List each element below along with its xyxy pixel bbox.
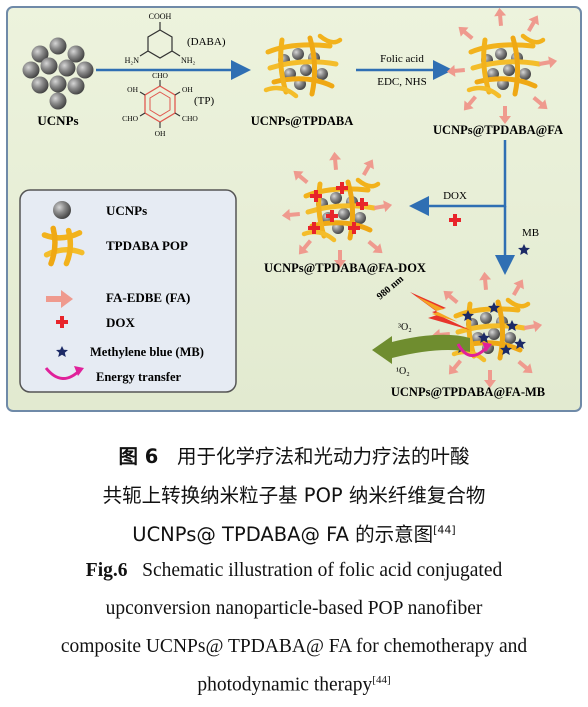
daba-nh2-left-label: H₂N — [125, 56, 140, 65]
legend-label-energy: Energy transfer — [96, 370, 181, 384]
caption-cn-line1: 图 6 用于化学疗法和光动力疗法的叶酸 — [0, 440, 588, 469]
daba-nh2-right-label: NH₂ — [181, 56, 196, 65]
caption-en-fig-number: Fig.6 — [85, 560, 128, 581]
folic-acid-label: Folic acid — [380, 53, 424, 65]
tp-cho-top: CHO — [152, 71, 168, 80]
caption-cn-ref: [44] — [433, 523, 456, 537]
tp-name-label: (TP) — [194, 95, 215, 107]
legend-label-pop: TPDABA POP — [106, 238, 188, 253]
legend-label-ucnps: UCNPs — [106, 203, 147, 218]
laser-bolt-icon — [410, 292, 470, 330]
caption-cn-line2: 共轭上转换纳米粒子基 POP 纳米纤维复合物 — [102, 484, 486, 507]
caption-en-ref: [44] — [372, 674, 391, 686]
energy-transfer-marker — [456, 342, 492, 357]
ucnps-tpdaba-fa-label: UCNPs@TPDABA@FA — [433, 123, 563, 137]
tp-oh-right: OH — [182, 85, 193, 94]
legend-label-mb: Methylene blue (MB) — [90, 345, 204, 359]
ucnps-cluster — [22, 37, 94, 110]
dox-reagent-label: DOX — [443, 190, 467, 202]
mb-reagent-label: MB — [522, 227, 539, 239]
ucnp-sphere-icon — [53, 201, 71, 219]
daba-name-label: (DABA) — [187, 36, 226, 48]
ucnps-tpdaba-label: UCNPs@TPDABA — [251, 114, 354, 128]
caption-en-line1: Fig.6 Schematic illustration of folic ac… — [0, 560, 588, 582]
edc-nhs-label: EDC, NHS — [377, 76, 427, 88]
oxygen-conversion-arrow — [372, 334, 470, 364]
daba-cooh-label: COOH — [149, 12, 172, 21]
scheme-diagram: UCNPs COOH H₂N NH₂ (DABA) CHO OH OH CHO … — [6, 6, 582, 412]
caption-en-text4: photodynamic therapy — [197, 674, 373, 696]
tp-cho-left: CHO — [122, 114, 138, 123]
caption-en-line4: photodynamic therapy[44] — [0, 674, 588, 697]
tp-cho-right: CHO — [182, 114, 198, 123]
caption-en-line2: upconversion nanoparticle-based POP nano… — [105, 598, 483, 619]
caption-en-line3: composite UCNPs@ TPDABA@ FA for chemothe… — [60, 636, 528, 657]
caption-cn-fig-number: 图 6 — [118, 445, 159, 468]
tp-structure — [139, 80, 181, 128]
daba-structure — [139, 22, 181, 59]
triplet-oxygen-label: ³O₂ — [398, 322, 412, 333]
caption-cn-text3: UCNPs@ TPDABA@ FA 的示意图 — [132, 523, 434, 546]
legend-label-dox: DOX — [106, 315, 136, 330]
caption-cn-line3: UCNPs@ TPDABA@ FA 的示意图[44] — [0, 518, 588, 547]
tp-oh-bottom: OH — [155, 129, 166, 138]
tp-oh-left: OH — [127, 85, 138, 94]
ucnps-tpdaba-fa-mb-label: UCNPs@TPDABA@FA-MB — [391, 385, 545, 399]
ucnps-tpdaba-fa-dox-label: UCNPs@TPDABA@FA-DOX — [264, 261, 426, 275]
ucnps-label: UCNPs — [37, 113, 78, 128]
singlet-oxygen-label: ¹O₂ — [396, 366, 410, 377]
caption-en-text1: Schematic illustration of folic acid con… — [142, 560, 503, 581]
energy-transfer-icon — [44, 366, 84, 380]
caption-cn-text1: 用于化学疗法和光动力疗法的叶酸 — [176, 445, 470, 468]
legend-label-fa: FA-EDBE (FA) — [106, 290, 190, 305]
legend-box — [19, 189, 237, 393]
